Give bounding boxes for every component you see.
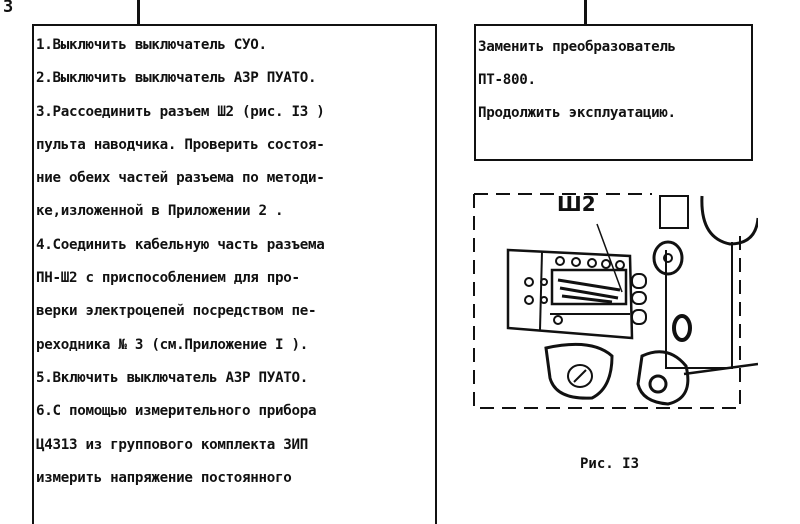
flow-connector-right <box>584 0 587 25</box>
step-line: пульта наводчика. Проверить состоя- <box>36 137 325 153</box>
remedy-box: Заменить преобразователь ПТ-800. Продолж… <box>474 24 753 161</box>
step-line: ке,изложенной в Приложении 2 . <box>36 203 284 219</box>
step-line: 5.Включить выключатель АЗР ПУАТО. <box>36 370 308 386</box>
step-line: 6.С помощью измерительного прибора <box>36 403 317 419</box>
step-line: ние обеих частей разъема по методи- <box>36 170 325 186</box>
figure-label: Ш2 <box>557 192 596 216</box>
step-line: 2.Выключить выключатель АЗР ПУАТО. <box>36 70 317 86</box>
step-line: верки электроцепей посредством пе- <box>36 303 317 319</box>
remedy-line: Заменить преобразователь <box>478 39 676 55</box>
figure-caption: Рис. I3 <box>580 456 640 472</box>
step-line: 4.Соединить кабельную часть разъема <box>36 237 325 253</box>
step-line: реходника № 3 (см.Приложение I ). <box>36 337 308 353</box>
connector-drawing-icon <box>473 193 760 409</box>
remedy-line: ПТ-800. <box>478 72 536 88</box>
procedure-steps-box: 1.Выключить выключатель СУО. 2.Выключить… <box>32 24 437 524</box>
step-line: измерить напряжение постоянного <box>36 470 292 486</box>
flow-connector-left <box>137 0 140 25</box>
step-line: 3.Рассоединить разъем Ш2 (рис. I3 ) <box>36 104 325 120</box>
remedy-line: Продолжить эксплуатацию. <box>478 105 676 121</box>
step-line: Ц4313 из группового комплекта ЗИП <box>36 437 308 453</box>
connector-illustration: Ш2 <box>472 188 760 414</box>
step-line: ПН-Ш2 с приспособлением для про- <box>36 270 300 286</box>
step-line: 1.Выключить выключатель СУО. <box>36 37 267 53</box>
page-number: 3 <box>3 0 14 17</box>
